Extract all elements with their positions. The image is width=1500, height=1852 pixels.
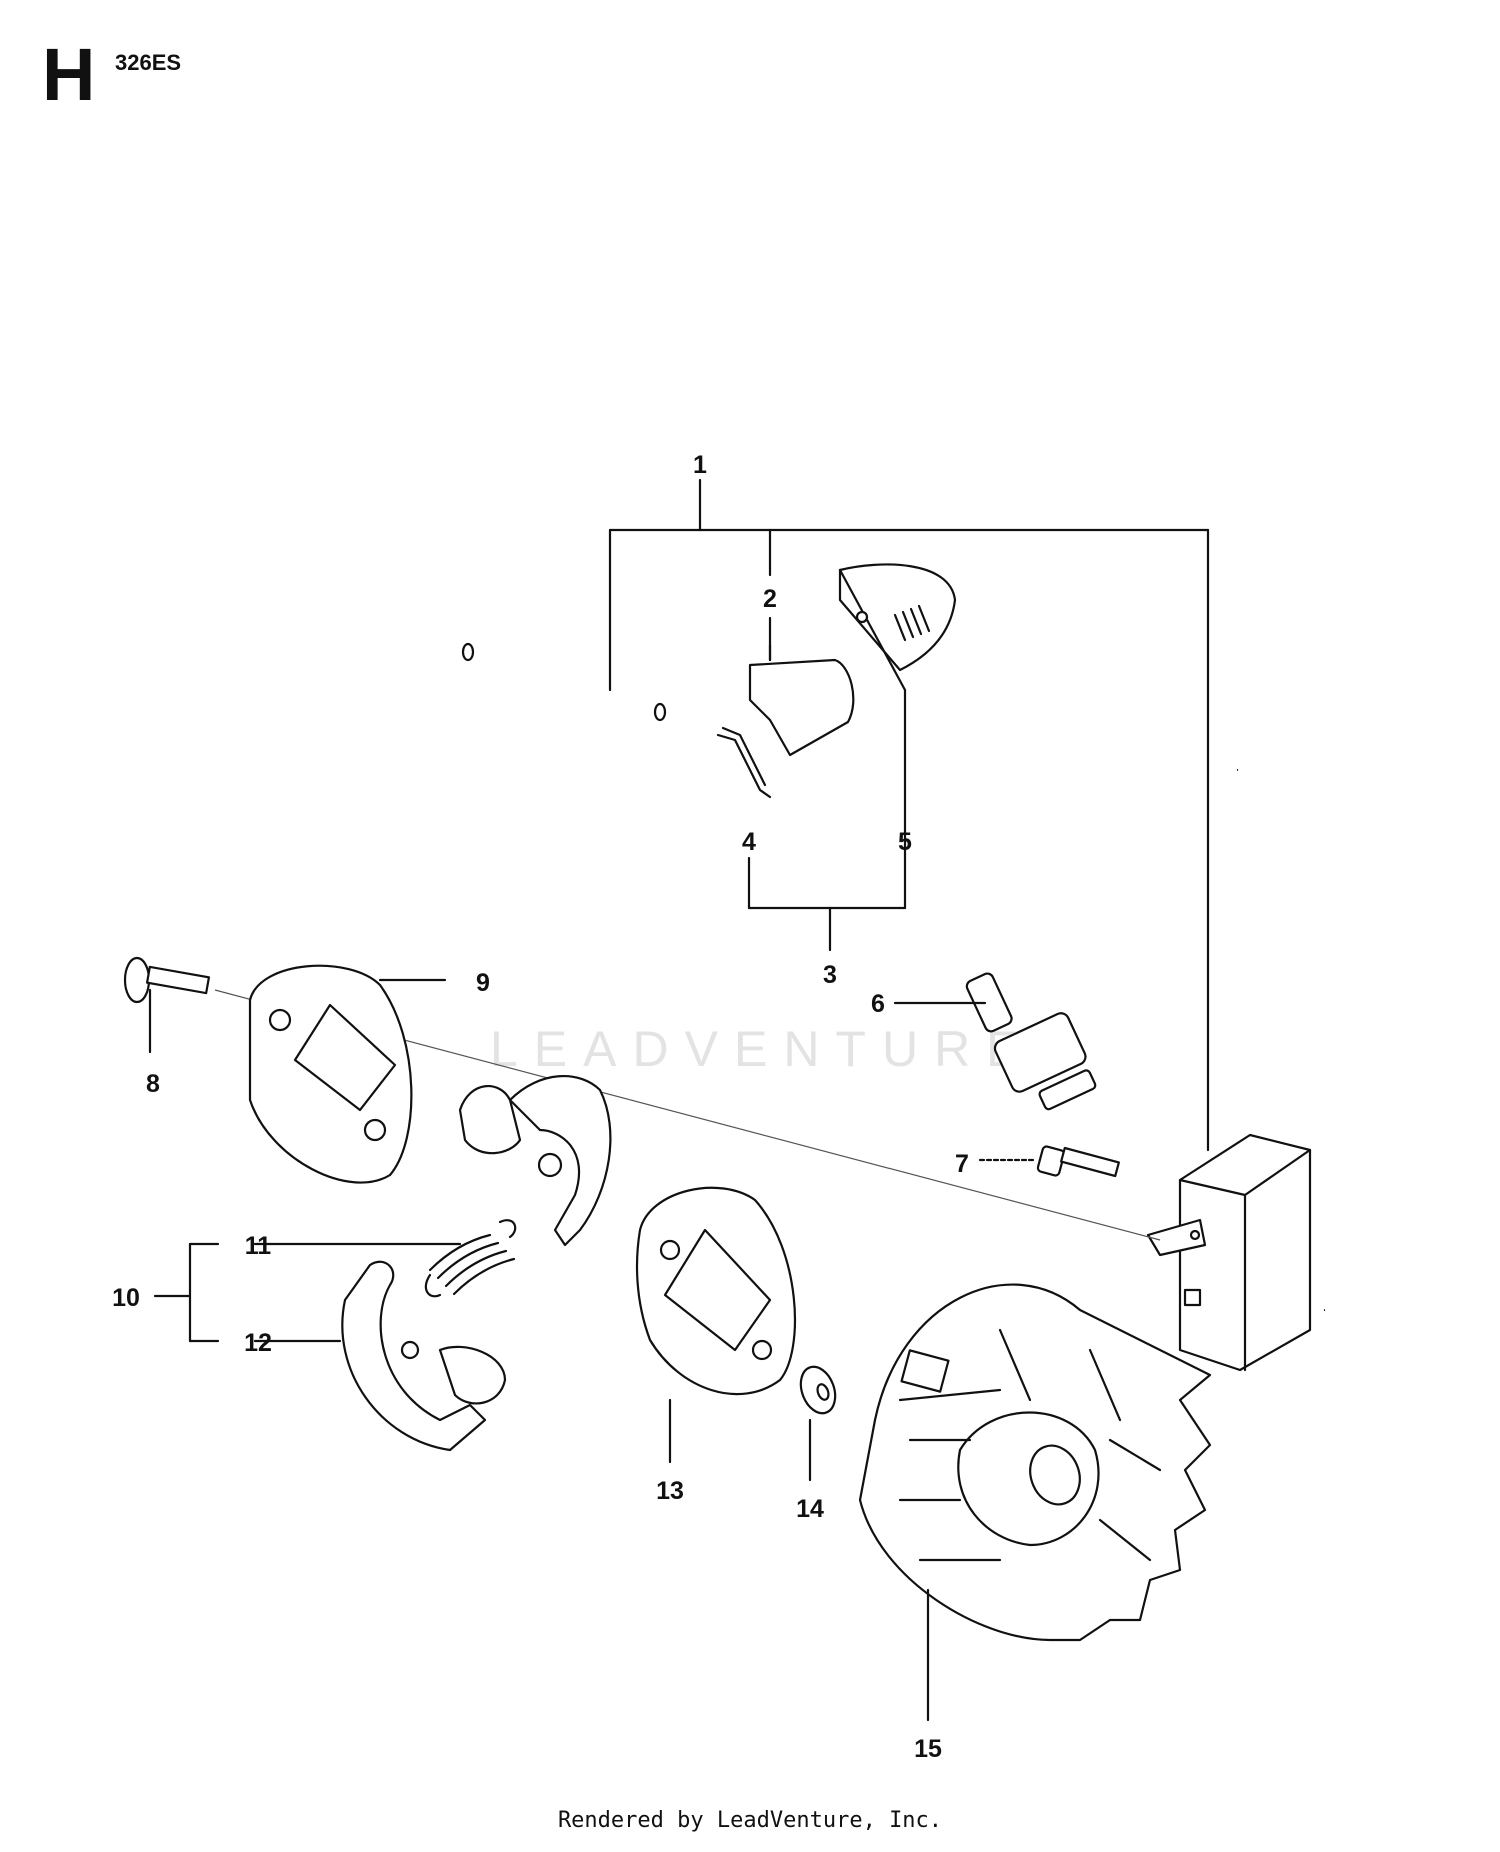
section-letter: H (42, 33, 96, 116)
clutch-plate-13 (635, 1186, 797, 1464)
callout-4: 4 (742, 828, 756, 856)
callout-3: 3 (823, 961, 837, 989)
callout-1: 1 (693, 451, 707, 479)
callout-7: 7 (955, 1150, 969, 1178)
callout-6: 6 (871, 990, 885, 1018)
callout-11: 11 (245, 1232, 272, 1260)
callout-9: 9 (476, 969, 490, 997)
bracket-1 (608, 478, 1210, 1152)
model-label: 326ES (115, 50, 182, 75)
washer-14 (799, 1365, 837, 1482)
spark-plug (893, 972, 1097, 1111)
callout-2: 2 (763, 585, 777, 613)
callout-12: 12 (244, 1329, 272, 1357)
screw-7 (978, 1145, 1120, 1178)
callout-8: 8 (146, 1070, 160, 1098)
spring-11 (253, 1219, 517, 1298)
flywheel-15 (858, 1283, 1212, 1722)
cover-plate (748, 643, 855, 757)
bracket-3 (747, 688, 907, 952)
watermark: LEADVENTURE (490, 1021, 1036, 1077)
footer-credit: Rendered by LeadVenture, Inc. (557, 1808, 943, 1833)
wire-clip (716, 726, 772, 799)
callout-15: 15 (914, 1735, 942, 1763)
callout-13: 13 (656, 1477, 684, 1505)
switch-cover (838, 563, 957, 692)
fuel-hose (461, 642, 667, 722)
clutch-shoe-lower (253, 1260, 507, 1452)
ignition-module (1146, 1133, 1312, 1372)
callout-5: 5 (898, 828, 912, 856)
bracket-10 (153, 1242, 220, 1343)
callout-14: 14 (796, 1495, 824, 1523)
screw-8 (123, 956, 211, 1054)
clutch-plate-9 (248, 964, 447, 1184)
clutch-shoe-upper (458, 1074, 612, 1247)
callout-labels: 1 2 3 4 5 6 7 8 9 10 11 12 13 14 15 (112, 451, 969, 1763)
callout-10: 10 (112, 1284, 140, 1312)
